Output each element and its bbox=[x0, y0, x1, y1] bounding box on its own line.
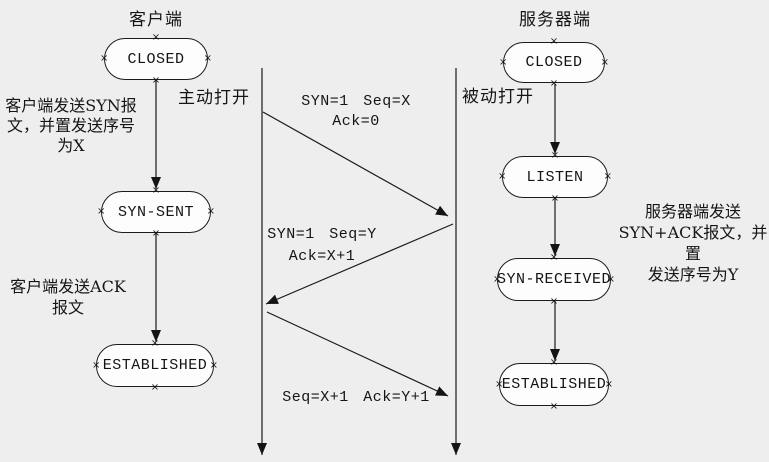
message-label-ack: Seq=X+1 Ack=Y+1 bbox=[282, 389, 430, 406]
server-header: 服务器端 bbox=[519, 10, 591, 30]
active-open-label: 主动打开 bbox=[178, 88, 250, 108]
client-state-established: ESTABLISHED × × × × bbox=[92, 339, 218, 393]
server-state-established: ESTABLISHED × × × × bbox=[495, 358, 613, 412]
message-arrow-ack bbox=[266, 311, 449, 397]
client-syn-note: 客户端发送SYN报 文，并置发送序号 为X bbox=[5, 96, 137, 155]
state-label: SYN-RECEIVED bbox=[496, 271, 612, 288]
state-label: CLOSED bbox=[525, 54, 583, 71]
client-header: 客户端 bbox=[129, 10, 183, 30]
passive-open-label: 被动打开 bbox=[462, 87, 534, 107]
state-label: LISTEN bbox=[526, 168, 584, 186]
server-state-listen: LISTEN × × × × bbox=[498, 151, 612, 204]
server-state-syn-received: SYN-RECEIVED × × × × bbox=[493, 253, 615, 307]
message-label-synack: SYN=1 Seq=Y Ack=X+1 bbox=[267, 226, 377, 265]
state-label: ESTABLISHED bbox=[501, 376, 607, 393]
server-state-closed: CLOSED × × × × bbox=[499, 37, 609, 89]
client-state-closed: CLOSED × × × × bbox=[100, 33, 212, 86]
state-label: ESTABLISHED bbox=[102, 357, 208, 374]
client-state-syn-sent: SYN-SENT × × × × bbox=[97, 186, 215, 239]
message-arrow-synack bbox=[265, 223, 454, 305]
state-label: CLOSED bbox=[127, 50, 185, 68]
message-label-syn: SYN=1 Seq=X Ack=0 bbox=[301, 93, 411, 130]
message-arrow-syn bbox=[262, 111, 449, 217]
server-synack-note: 服务器端发送 SYN+ACK报文，并置 发送序号为Y bbox=[618, 202, 768, 284]
client-ack-note: 客户端发送ACK 报文 bbox=[10, 277, 126, 317]
state-label: SYN-SENT bbox=[117, 203, 194, 221]
